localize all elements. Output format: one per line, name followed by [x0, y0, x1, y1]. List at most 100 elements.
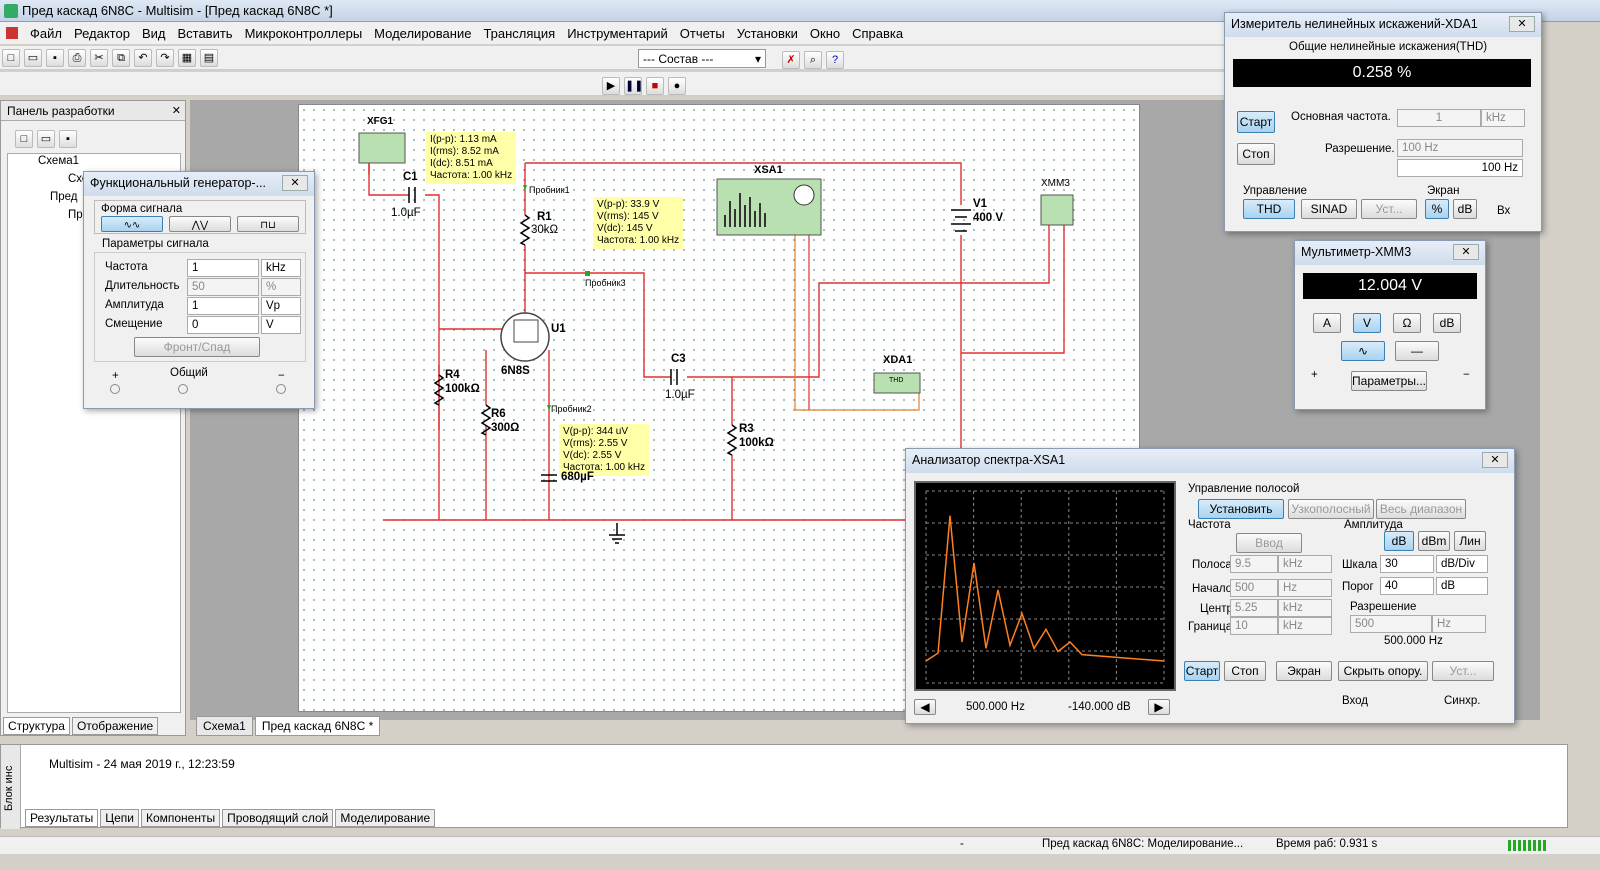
menu-item[interactable]: Вид — [141, 25, 166, 41]
xfg1-instrument[interactable] — [358, 132, 406, 164]
end-freq-field[interactable]: 10 — [1230, 617, 1278, 635]
param-value-field[interactable]: 0 — [187, 316, 259, 334]
start-freq-field[interactable]: 500 — [1230, 579, 1278, 597]
tree-item[interactable]: Пр — [68, 209, 83, 221]
menu-item[interactable]: Редактор — [73, 25, 130, 41]
tree-item[interactable]: Пред — [50, 191, 78, 203]
cursor-left-button[interactable]: ◀ — [914, 699, 936, 715]
resolution-field[interactable]: 500 — [1350, 615, 1432, 633]
ac-button[interactable]: ∿ — [1341, 341, 1385, 361]
open-design-icon[interactable]: ▭ — [37, 130, 55, 148]
center-freq-field[interactable]: 5.25 — [1230, 599, 1278, 617]
thd-stop-button[interactable]: Стоп — [1237, 143, 1275, 165]
tab-main-schematic[interactable]: Пред каскад 6N8C * — [254, 716, 381, 736]
amp-lin-button[interactable]: Лин — [1454, 531, 1486, 551]
menu-item[interactable]: Вставить — [177, 25, 233, 41]
output-tab[interactable]: Проводящий слой — [222, 809, 334, 827]
db-button[interactable]: dB — [1453, 199, 1477, 219]
tab-display[interactable]: Отображение — [71, 717, 159, 735]
terminal-icon[interactable] — [178, 384, 188, 394]
tab-schema1[interactable]: Схема1 — [196, 716, 253, 736]
grid-icon[interactable]: ▦ — [178, 49, 196, 67]
probe2-marker[interactable] — [547, 405, 551, 411]
redo-icon[interactable]: ↷ — [156, 49, 174, 67]
tab-structure[interactable]: Структура — [3, 717, 70, 735]
close-icon[interactable]: ✕ — [171, 105, 181, 117]
thd-settings-button[interactable]: Уст... — [1361, 199, 1417, 219]
percent-button[interactable]: % — [1425, 199, 1449, 219]
menu-item[interactable]: Установки — [736, 25, 798, 41]
sa-settings-button[interactable]: Уст... — [1432, 661, 1494, 681]
close-icon[interactable]: ✕ — [1482, 452, 1508, 468]
hide-ref-button[interactable]: Скрыть опору. — [1338, 661, 1428, 681]
menu-item[interactable]: Файл — [30, 25, 62, 41]
terminal-icon[interactable] — [110, 384, 120, 394]
mode-db-button[interactable]: dB — [1433, 313, 1461, 333]
scale-field[interactable]: 30 — [1380, 555, 1434, 573]
probe3-marker[interactable] — [585, 271, 590, 276]
menu-item[interactable]: Отчеты — [679, 25, 725, 41]
cursor-right-button[interactable]: ▶ — [1148, 699, 1170, 715]
search-icon[interactable]: ⌕ — [804, 51, 822, 69]
param-value-field[interactable]: 1 — [187, 259, 259, 277]
probe1-marker[interactable] — [523, 185, 527, 191]
mode-ohm-button[interactable]: Ω — [1393, 313, 1421, 333]
menu-item[interactable]: Окно — [809, 25, 841, 41]
sa-screen-button[interactable]: Экран — [1276, 661, 1332, 681]
span-field[interactable]: 9.5 — [1230, 555, 1278, 573]
cut-icon[interactable]: ✂ — [90, 49, 108, 67]
mode-ampere-button[interactable]: A — [1313, 313, 1341, 333]
close-icon[interactable]: ✕ — [282, 175, 308, 191]
menu-item[interactable]: Микроконтроллеры — [244, 25, 363, 41]
rise-fall-button[interactable]: Фронт/Спад — [134, 337, 260, 357]
new-design-icon[interactable]: □ — [15, 130, 33, 148]
step-icon[interactable]: ● — [668, 77, 686, 95]
param-unit-field[interactable]: Vp — [261, 297, 301, 315]
param-unit-field[interactable]: kHz — [261, 259, 301, 277]
threshold-field[interactable]: 40 — [1380, 577, 1434, 595]
save-design-icon[interactable]: ▪ — [59, 130, 77, 148]
output-tab[interactable]: Результаты — [25, 809, 99, 827]
thd-start-button[interactable]: Старт — [1237, 111, 1275, 133]
sinad-mode-button[interactable]: SINAD — [1301, 199, 1357, 219]
narrow-band-button[interactable]: Узкополосный — [1288, 499, 1374, 519]
stop-icon[interactable]: ■ — [646, 77, 664, 95]
dc-button[interactable]: — — [1395, 341, 1439, 361]
pause-icon[interactable]: ❚❚ — [624, 77, 643, 95]
band-set-button[interactable]: Установить — [1198, 499, 1284, 519]
amp-db-button[interactable]: dB — [1384, 531, 1414, 551]
res-select[interactable]: 100 Hz — [1397, 139, 1523, 157]
menu-item[interactable]: Справка — [852, 25, 904, 41]
close-icon[interactable]: ✕ — [1453, 244, 1479, 260]
sa-stop-button[interactable]: Стоп — [1224, 661, 1266, 681]
output-tab[interactable]: Компоненты — [140, 809, 221, 827]
schematic-canvas[interactable]: XFG1 C1 1.0µF I(p-p): 1.13 mA I(rms): 8.… — [298, 104, 1140, 712]
square-wave-button[interactable]: ⊓⊔ — [237, 216, 299, 232]
undo-icon[interactable]: ↶ — [134, 49, 152, 67]
print-icon[interactable]: ⎙ — [68, 49, 86, 67]
close-icon[interactable]: ✕ — [1509, 16, 1535, 32]
open-icon[interactable]: ▭ — [24, 49, 42, 67]
output-tab[interactable]: Цепи — [100, 809, 139, 827]
menu-item[interactable]: Инструментарий — [567, 25, 668, 41]
full-band-button[interactable]: Весь диапазон — [1376, 499, 1466, 519]
menu-item[interactable]: Трансляция — [483, 25, 556, 41]
compose-select[interactable]: --- Состав ---▾ — [638, 49, 766, 68]
param-unit-field[interactable]: % — [261, 278, 301, 296]
amp-dbm-button[interactable]: dBm — [1418, 531, 1450, 551]
terminal-icon[interactable] — [276, 384, 286, 394]
param-value-field[interactable]: 1 — [187, 297, 259, 315]
error-icon[interactable]: ✗ — [782, 51, 800, 69]
params-button[interactable]: Параметры... — [1351, 371, 1427, 391]
play-icon[interactable]: ▶ — [602, 77, 620, 95]
table-icon[interactable]: ▤ — [200, 49, 218, 67]
mode-volt-button[interactable]: V — [1353, 313, 1381, 333]
new-icon[interactable]: □ — [2, 49, 20, 67]
menu-item[interactable]: Моделирование — [374, 25, 472, 41]
input-button[interactable]: Ввод — [1236, 533, 1302, 553]
copy-icon[interactable]: ⧉ — [112, 49, 130, 67]
output-tab[interactable]: Моделирование — [335, 809, 436, 827]
triangle-wave-button[interactable]: ⋀⋁ — [169, 216, 231, 232]
xmm3-instrument[interactable] — [1040, 194, 1074, 226]
tree-item[interactable]: Схема1 — [38, 155, 80, 167]
